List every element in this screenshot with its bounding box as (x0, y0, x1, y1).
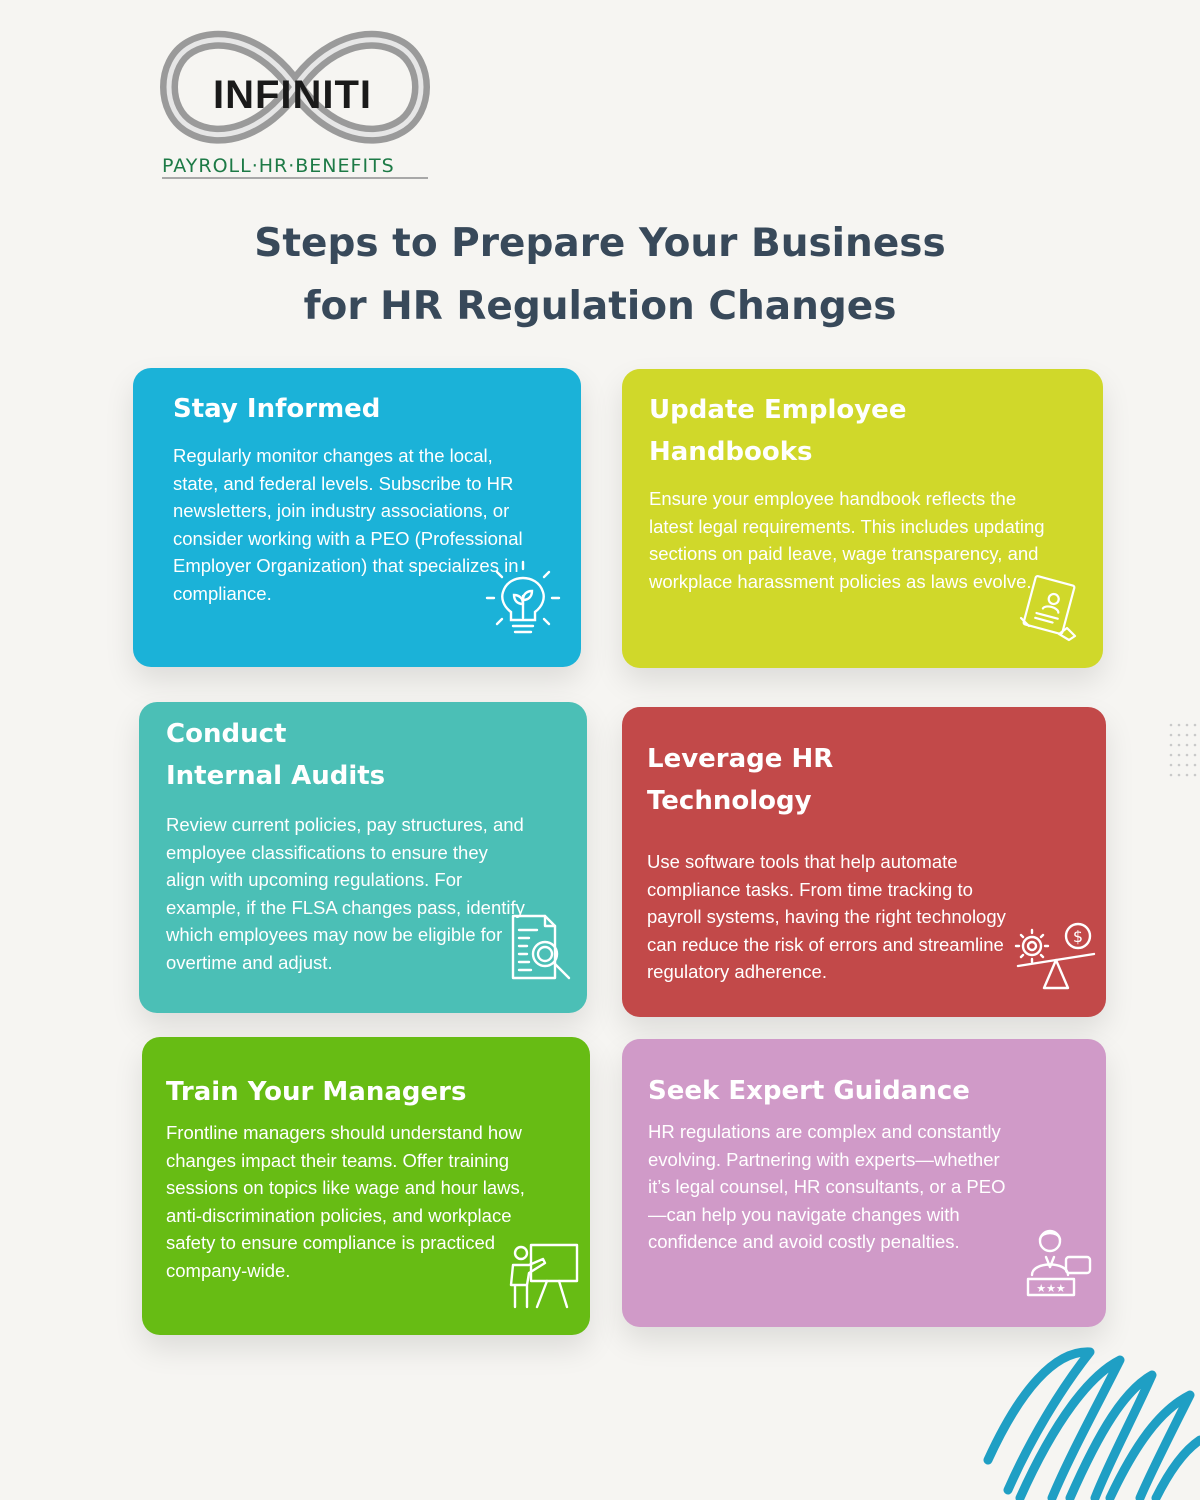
card-conduct-internal-audits: Conduct Internal Audits Review current p… (139, 702, 587, 1013)
card-leverage-hr-technology: Leverage HR Technology Use software tool… (622, 707, 1106, 1017)
card-stay-informed: Stay Informed Regularly monitor changes … (133, 368, 581, 667)
lightbulb-icon (485, 560, 561, 634)
card-heading: Train Your Managers (166, 1077, 467, 1107)
card-update-employee-handbooks: Update Employee Handbooks Ensure your em… (622, 369, 1103, 668)
card-heading-line-2: Technology (647, 786, 812, 816)
document-search-icon (511, 914, 571, 980)
card-body: Regularly monitor changes at the local, … (173, 445, 523, 604)
card-heading: Stay Informed (173, 394, 381, 424)
svg-text:$: $ (1073, 927, 1083, 946)
brand-logo: INFINITI PAYROLL·HR·BENEFITS (160, 25, 435, 179)
brand-divider (162, 177, 428, 179)
card-heading-line-1: Conduct (166, 719, 287, 749)
card-heading: Leverage HR Technology (647, 738, 1076, 822)
card-body: Ensure your employee handbook reflects t… (649, 488, 1045, 592)
page-title: Steps to Prepare Your Business for HR Re… (150, 212, 1050, 338)
decorative-brush-scribble (983, 1347, 1200, 1500)
card-heading: Update Employee Handbooks (649, 395, 907, 467)
card-train-your-managers: Train Your Managers Frontline managers s… (142, 1037, 590, 1335)
decorative-dot-grid (1169, 723, 1197, 777)
svg-text:★★★: ★★★ (1036, 1282, 1066, 1295)
card-heading-line-2: Internal Audits (166, 761, 386, 791)
card-body: Use software tools that help automate co… (647, 851, 1006, 982)
handbook-icon (1019, 575, 1077, 642)
card-body: Review current policies, pay structures,… (166, 814, 525, 973)
page-title-line-1: Steps to Prepare Your Business (254, 221, 946, 266)
card-heading: Conduct Internal Audits (166, 713, 557, 797)
brand-name: INFINITI (212, 73, 373, 117)
infinity-logo-icon (160, 30, 430, 144)
gear-dollar-balance-icon: $ (1014, 922, 1096, 990)
card-heading-line-1: Leverage HR (647, 744, 834, 774)
card-body: Frontline managers should understand how… (166, 1122, 525, 1281)
expert-rating-icon: ★★★ (1026, 1229, 1092, 1297)
presenter-icon (509, 1243, 579, 1309)
page-title-line-2: for HR Regulation Changes (303, 284, 897, 329)
card-heading: Seek Expert Guidance (648, 1076, 970, 1106)
card-seek-expert-guidance: Seek Expert Guidance HR regulations are … (622, 1039, 1106, 1327)
brand-tagline: PAYROLL·HR·BENEFITS (162, 155, 395, 177)
card-body: HR regulations are complex and constantl… (648, 1121, 1006, 1252)
